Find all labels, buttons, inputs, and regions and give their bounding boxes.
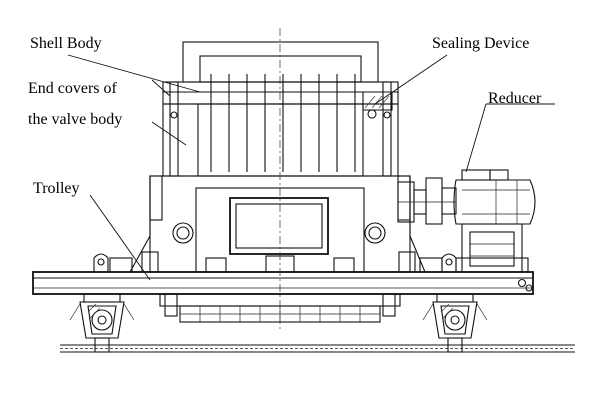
reducer-motor: [453, 169, 536, 273]
rail-track: [60, 344, 575, 353]
drive-coupling: [397, 177, 457, 225]
label-sealing-device: Sealing Device: [432, 35, 529, 52]
label-trolley: Trolley: [33, 180, 80, 197]
label-reducer: Reducer: [488, 90, 542, 107]
label-shell-body: Shell Body: [30, 35, 102, 52]
left-wheel-assembly: [69, 293, 135, 353]
sealing-device: [362, 91, 393, 119]
valve-shell-body: [162, 41, 399, 177]
label-end-covers-line2: the valve body: [28, 111, 122, 128]
valve-lower-casing: [129, 175, 426, 273]
right-wheel-assembly: [422, 293, 488, 353]
label-end-covers-line1: End covers of: [28, 80, 118, 97]
leader-lines: [67, 54, 555, 281]
